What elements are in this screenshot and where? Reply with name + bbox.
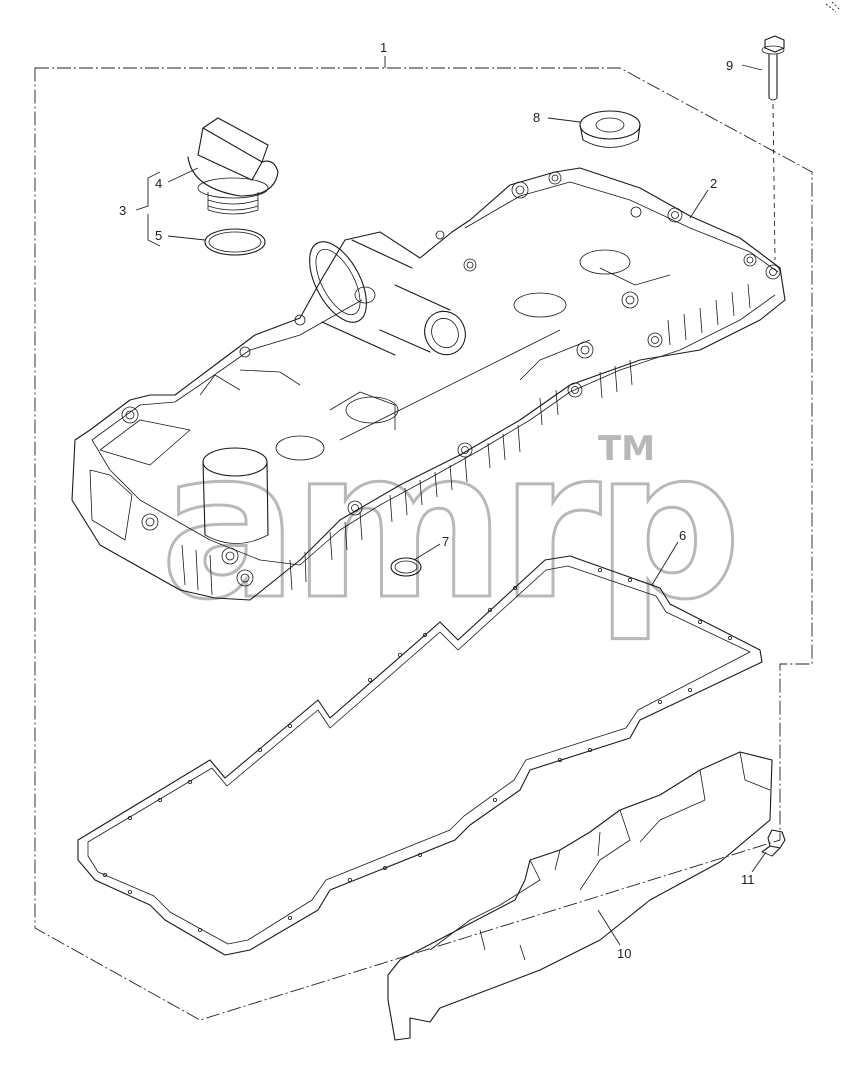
callout-10: 10 [617, 946, 631, 961]
callout-4: 4 [155, 176, 162, 191]
oil-filler-cap [187, 117, 279, 215]
watermark-trademark: TM [598, 429, 655, 469]
callout-11: 11 [741, 872, 755, 887]
callout-9: 9 [726, 58, 733, 73]
callout-5: 5 [155, 228, 162, 243]
callout-6: 6 [679, 528, 686, 543]
kit-boundary-frame [34, 67, 813, 1021]
heat-shield [387, 751, 773, 1041]
valve-cover [71, 167, 786, 601]
watermark-text: amrp [160, 407, 736, 645]
leader-lines [135, 1, 841, 946]
callout-8: 8 [533, 110, 540, 125]
callout-1: 1 [380, 40, 387, 55]
valve-cover-gasket [77, 555, 763, 956]
bolt-long [761, 35, 785, 261]
callout-3: 3 [119, 203, 126, 218]
callout-2: 2 [710, 176, 717, 191]
watermark: amrp TM [159, 406, 744, 647]
o-ring-small [390, 557, 422, 577]
bolt-short [761, 829, 786, 857]
callout-7: 7 [442, 534, 449, 549]
o-ring-filler [204, 228, 266, 256]
grommet [579, 110, 641, 148]
